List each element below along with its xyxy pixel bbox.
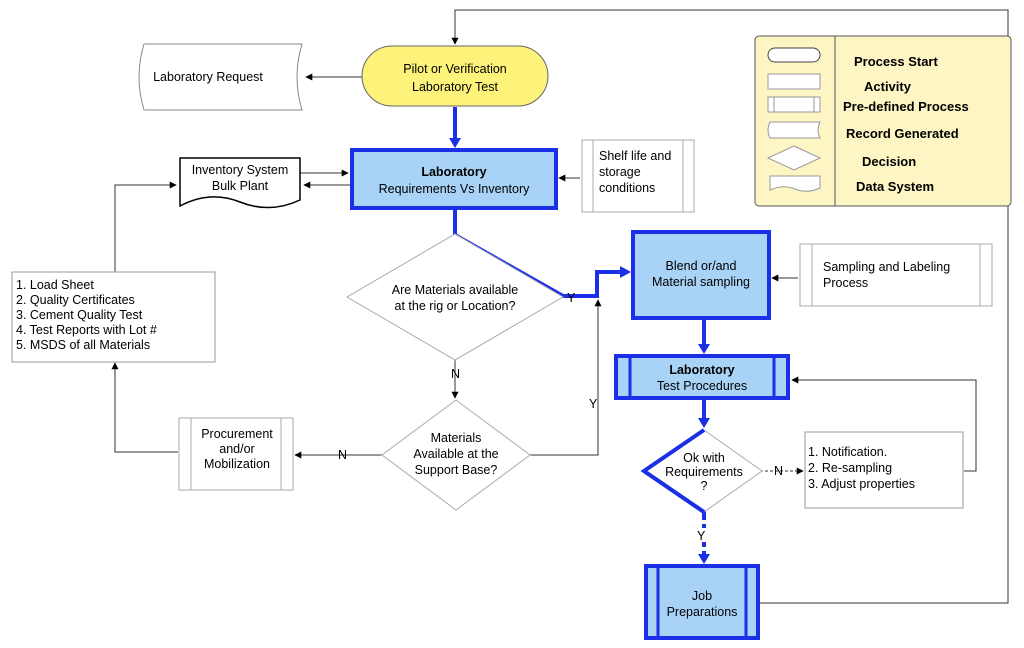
decision-base-line3: Support Base? xyxy=(415,463,498,477)
legend-activity-symbol xyxy=(767,73,821,90)
lab-test-procedures-node: Laboratory Test Procedures xyxy=(614,354,790,400)
action-item: 1. Notification. xyxy=(808,445,887,459)
ok-no-label: N xyxy=(774,464,783,478)
base-yes-connector xyxy=(530,299,602,456)
pilot-line2: Laboratory Test xyxy=(412,80,498,94)
pilot-line1: Pilot or Verification xyxy=(403,62,507,76)
legend-decision-symbol xyxy=(766,145,822,171)
ok-yes-label: Y xyxy=(697,529,706,543)
connectors xyxy=(111,9,1009,604)
procurement-line3: Mobilization xyxy=(204,457,270,471)
job-prep-line2: Preparations xyxy=(667,605,738,619)
legend: Process Start Activity Pre-defined Proce… xyxy=(754,35,1012,207)
loop-back-connector xyxy=(451,9,1009,604)
shelf-life-node: Shelf life and storage conditions xyxy=(581,139,695,213)
legend-label: Process Start xyxy=(854,54,938,69)
blend-line2: Material sampling xyxy=(652,275,750,289)
job-prep-line1: Job xyxy=(692,589,712,603)
actions-to-lab-test-connector xyxy=(791,376,977,472)
legend-label: Decision xyxy=(862,154,916,169)
job-preparations-node: Job Preparations xyxy=(644,564,760,640)
blend-line1: Blend or/and xyxy=(666,259,737,273)
decision-ok-line3: ? xyxy=(701,479,708,493)
blend-node: Blend or/and Material sampling xyxy=(631,230,771,320)
sampling-line1: Sampling and Labeling xyxy=(823,260,950,274)
inventory-system-node: Inventory System Bulk Plant xyxy=(179,157,301,209)
decision-rig-line1: Are Materials available xyxy=(392,283,518,297)
shelf-life-line3: conditions xyxy=(599,181,655,195)
decision-rig-node: Are Materials available at the rig or Lo… xyxy=(346,233,564,361)
doc-item: 2. Quality Certificates xyxy=(16,293,135,307)
lab-test-line1: Laboratory xyxy=(669,363,734,377)
decision-base-node: Materials Available at the Support Base? xyxy=(381,399,531,511)
doc-item: 3. Cement Quality Test xyxy=(16,308,143,322)
decision-rig-line2: at the rig or Location? xyxy=(395,299,516,313)
procurement-line1: Procurement xyxy=(201,427,273,441)
sampling-line2: Process xyxy=(823,276,868,290)
lab-to-rig-yes-path xyxy=(453,210,623,298)
legend-data-system-symbol xyxy=(769,175,821,192)
inventory-line2: Bulk Plant xyxy=(212,179,269,193)
base-yes-label: Y xyxy=(589,397,598,411)
actions-node: 1. Notification. 2. Re-sampling 3. Adjus… xyxy=(804,431,964,509)
rig-yes-label: Y xyxy=(567,291,576,305)
lab-requirements-line1: Laboratory xyxy=(421,165,486,179)
legend-label: Record Generated xyxy=(846,126,959,141)
rig-no-label: N xyxy=(451,367,460,381)
legend-label: Pre-defined Process xyxy=(843,99,969,114)
doc-item: 1. Load Sheet xyxy=(16,278,94,292)
shelf-life-line2: storage xyxy=(599,165,641,179)
lab-request-label: Laboratory Request xyxy=(153,70,263,84)
shelf-life-line1: Shelf life and xyxy=(599,149,671,163)
legend-label: Data System xyxy=(856,179,934,194)
doc-item: 5. MSDS of all Materials xyxy=(16,338,150,352)
lab-requirements-node: Laboratory Requirements Vs Inventory xyxy=(350,148,558,210)
action-item: 3. Adjust properties xyxy=(808,477,915,491)
decision-ok-line1: Ok with xyxy=(683,451,725,465)
base-no-label: N xyxy=(338,448,347,462)
procurement-node: Procurement and/or Mobilization xyxy=(178,417,294,491)
legend-record-symbol xyxy=(767,121,821,139)
procurement-to-docs-connector xyxy=(111,362,178,453)
legend-label: Activity xyxy=(864,79,912,94)
docs-to-inventory-connector xyxy=(114,181,177,272)
legend-predefined-symbol xyxy=(767,96,821,113)
decision-ok-node: Ok with Requirements ? xyxy=(640,428,763,514)
inventory-line1: Inventory System xyxy=(192,163,289,177)
lab-request-node: Laboratory Request xyxy=(138,43,303,111)
legend-start-symbol xyxy=(767,47,821,63)
edge-labels: Y N Y N N Y xyxy=(338,291,783,543)
doc-item: 4. Test Reports with Lot # xyxy=(16,323,157,337)
decision-ok-line2: Requirements xyxy=(665,465,743,479)
pilot-start-node: Pilot or Verification Laboratory Test xyxy=(361,45,549,107)
sampling-labeling-node: Sampling and Labeling Process xyxy=(799,243,993,307)
lab-requirements-line2: Requirements Vs Inventory xyxy=(379,182,531,196)
documents-node: 1. Load Sheet 2. Quality Certificates 3.… xyxy=(11,271,216,363)
decision-base-line1: Materials xyxy=(431,431,482,445)
decision-base-line2: Available at the xyxy=(413,447,498,461)
procurement-line2: and/or xyxy=(219,442,254,456)
lab-test-line2: Test Procedures xyxy=(657,379,747,393)
action-item: 2. Re-sampling xyxy=(808,461,892,475)
